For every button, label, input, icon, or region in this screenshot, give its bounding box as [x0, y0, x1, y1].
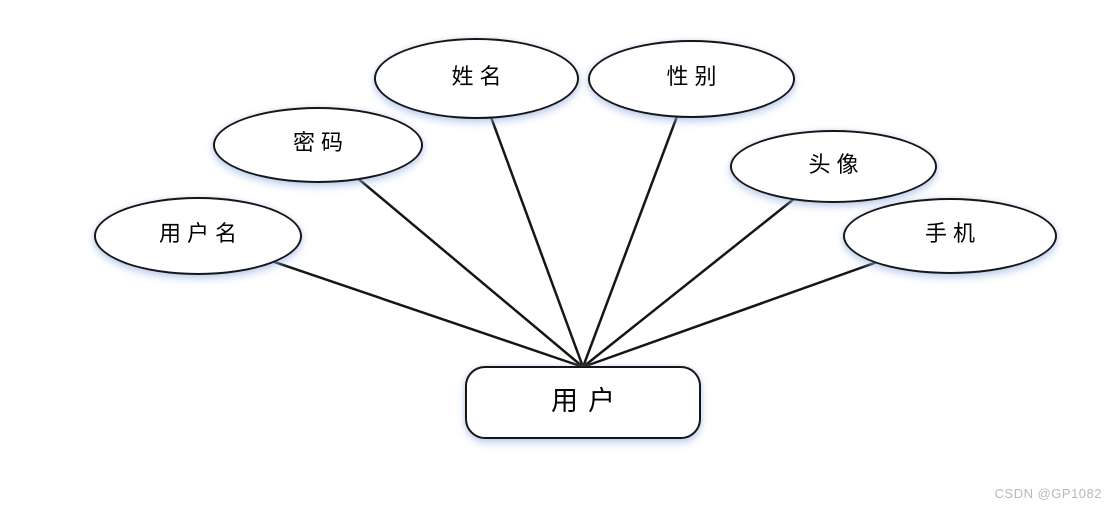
entity-box-user: 用户: [465, 366, 701, 439]
attribute-ellipse-phone: 手机: [843, 198, 1057, 274]
attribute-ellipse-gender: 性别: [588, 40, 795, 118]
connector-avatar-user: [582, 166, 835, 368]
attribute-label-avatar: 头像: [808, 152, 865, 178]
connector-name-user: [475, 78, 585, 368]
connector-password-user: [317, 144, 584, 368]
attribute-ellipse-password: 密码: [213, 107, 423, 183]
attribute-ellipse-avatar: 头像: [730, 130, 937, 203]
attribute-label-gender: 性别: [666, 65, 723, 90]
connector-gender-user: [581, 78, 693, 368]
attribute-label-username: 用户名: [158, 222, 243, 247]
attribute-label-phone: 手机: [924, 222, 981, 247]
entity-label-user: 用户: [551, 386, 625, 417]
attribute-label-name: 姓名: [451, 64, 508, 90]
attribute-label-password: 密码: [292, 131, 349, 156]
attribute-ellipse-username: 用户名: [94, 197, 302, 275]
watermark: CSDN @GP1082: [994, 486, 1102, 501]
attribute-ellipse-name: 姓名: [374, 38, 579, 119]
